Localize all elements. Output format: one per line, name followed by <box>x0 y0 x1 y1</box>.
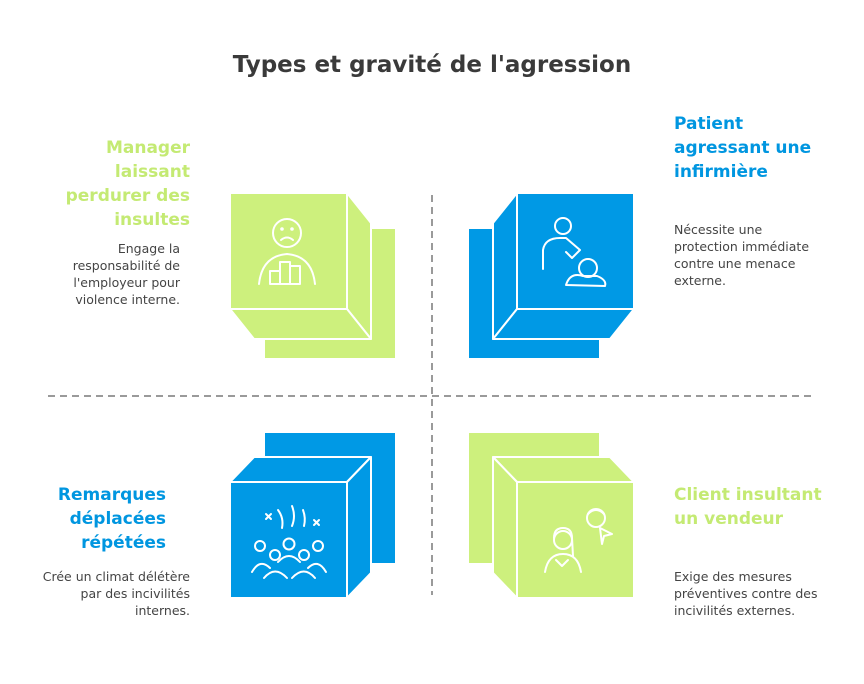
description-bottom-left: Crée un climat délétère par des incivili… <box>42 569 190 618</box>
cube-top-left <box>229 192 395 358</box>
page-title: Types et gravité de l'agression <box>232 52 632 78</box>
cube-top-right <box>469 192 635 358</box>
group-remarks-icon <box>251 505 327 579</box>
description-top-left: Engage la responsabilité de l'employeur … <box>72 241 180 307</box>
manager-podium-icon <box>258 218 316 285</box>
heading-top-right: Patient agressant une infirmière <box>674 114 812 182</box>
description-top-right: Nécessite une protection immédiate contr… <box>674 222 810 288</box>
heading-bottom-right: Client insultant un vendeur <box>674 485 822 529</box>
heading-top-left: Manager laissant perdurer des insultes <box>65 138 190 230</box>
cube-bottom-left <box>229 433 395 599</box>
heading-bottom-left: Remarques déplacées répétées <box>57 485 166 553</box>
nurse-patient-icon <box>542 217 607 287</box>
client-seller-icon <box>544 508 613 573</box>
description-bottom-right: Exige des mesures préventives contre des… <box>674 569 818 618</box>
cube-bottom-right <box>469 433 635 599</box>
